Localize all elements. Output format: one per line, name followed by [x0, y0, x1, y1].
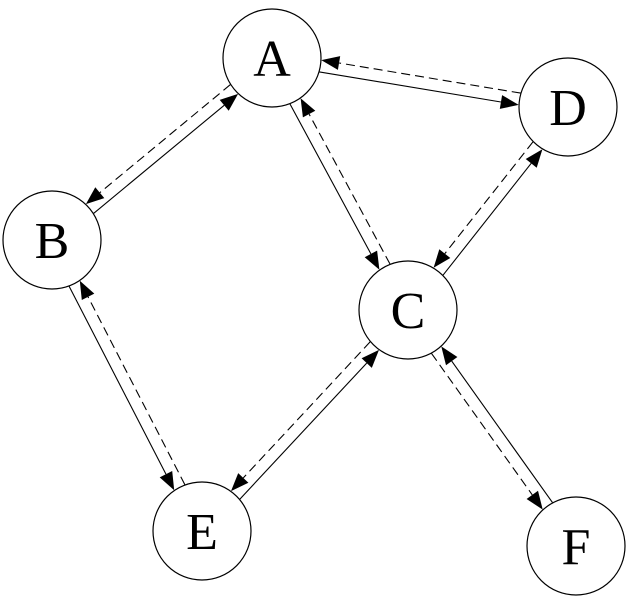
edge-a-to-b — [86, 85, 231, 205]
edge-a-to-d — [319, 72, 518, 109]
edge-line — [452, 361, 553, 503]
edge-f-to-c — [441, 346, 552, 502]
node-f: F — [527, 497, 625, 595]
arrowhead-icon — [80, 281, 95, 300]
arrowhead-icon — [301, 98, 316, 117]
edge-c-to-a — [301, 98, 390, 264]
edges-layer — [69, 56, 552, 510]
arrowhead-icon — [321, 56, 340, 70]
node-label: A — [253, 31, 291, 88]
node-d: D — [519, 58, 617, 156]
edge-line — [100, 85, 231, 193]
arrowhead-icon — [527, 491, 543, 510]
arrowhead-icon — [434, 249, 451, 267]
edge-b-to-e — [69, 286, 174, 490]
nodes-layer: A B C D E F — [3, 9, 625, 595]
arrowhead-icon — [220, 94, 238, 111]
edge-c-to-e — [231, 342, 370, 491]
node-label: E — [186, 504, 218, 561]
arrowhead-icon — [500, 95, 519, 109]
arrowhead-icon — [160, 471, 175, 490]
edge-line — [443, 163, 531, 275]
edge-d-to-c — [434, 142, 533, 268]
edge-line — [445, 142, 533, 254]
edge-e-to-b — [80, 281, 185, 485]
edge-line — [88, 297, 185, 485]
node-label: B — [35, 213, 70, 270]
arrowhead-icon — [441, 346, 457, 365]
arrowhead-icon — [526, 149, 543, 168]
node-b: B — [3, 191, 101, 289]
edge-line — [432, 353, 533, 495]
edge-b-to-a — [94, 94, 239, 213]
edge-line — [94, 105, 225, 213]
edge-line — [240, 363, 367, 499]
edge-line — [319, 72, 501, 102]
edge-d-to-a — [321, 56, 520, 93]
node-label: F — [562, 519, 591, 576]
edge-c-to-d — [443, 149, 542, 275]
edge-a-to-c — [290, 104, 379, 270]
node-label: D — [549, 80, 587, 137]
edge-line — [243, 342, 370, 478]
edge-e-to-c — [240, 350, 379, 499]
edge-line — [69, 286, 166, 474]
edge-line — [339, 63, 520, 93]
edge-line — [290, 104, 371, 254]
arrowhead-icon — [365, 251, 380, 270]
node-e: E — [153, 482, 251, 580]
edge-c-to-f — [432, 353, 543, 509]
node-label: C — [391, 283, 426, 340]
arrowhead-icon — [86, 187, 104, 204]
edge-line — [309, 114, 390, 264]
node-a: A — [223, 9, 321, 107]
node-c: C — [359, 261, 457, 359]
